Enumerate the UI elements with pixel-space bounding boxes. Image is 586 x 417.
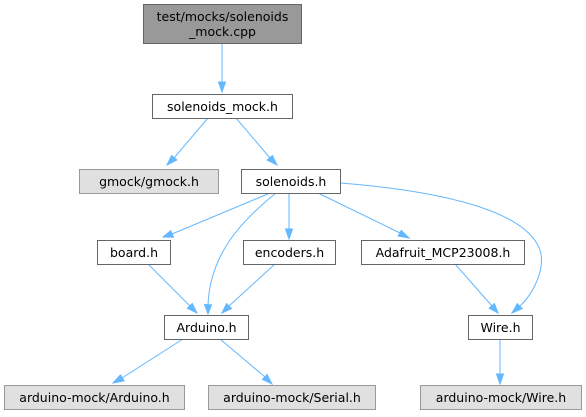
arrow-head-icon <box>161 229 175 238</box>
arrow-head-icon <box>510 302 524 315</box>
node-am-serial: arduino-mock/Serial.h <box>208 385 376 410</box>
node-box <box>420 385 582 410</box>
node-box <box>361 240 525 265</box>
node-box <box>152 94 293 119</box>
edge-root-to-solenoids_mock <box>217 43 227 94</box>
edge-wire-to-am_wire <box>495 339 505 386</box>
arrow-head-icon <box>261 373 274 386</box>
arrow-head-icon <box>186 302 199 315</box>
arrow-head-icon <box>111 374 126 384</box>
edge-solenoids-to-arduino <box>203 192 277 316</box>
edge-line <box>147 263 191 307</box>
edge-line <box>235 117 271 159</box>
node-label: encoders.h <box>255 245 324 260</box>
node-box <box>164 315 249 340</box>
edge-line <box>228 263 276 307</box>
node-adafruit[interactable]: Adafruit_MCP23008.h <box>361 240 525 265</box>
edge-solenoids-to-wire <box>339 182 542 315</box>
arrow-head-icon <box>397 229 411 239</box>
arrow-head-icon <box>284 228 294 241</box>
edge-solenoids-to-board <box>161 192 271 238</box>
node-label: test/mocks/solenoids <box>157 9 289 24</box>
edge-arduino-to-am_serial <box>219 338 274 386</box>
node-label: arduino-mock/Serial.h <box>223 390 361 405</box>
edge-line <box>339 182 542 307</box>
node-label: arduino-mock/Wire.h <box>436 390 566 405</box>
node-box <box>143 4 302 44</box>
edge-solenoids_mock-to-gmock <box>165 117 209 167</box>
edge-board-to-arduino <box>147 263 199 315</box>
edge-line <box>121 338 184 379</box>
node-gmock: gmock/gmock.h <box>79 169 219 194</box>
node-label: solenoids.h <box>256 174 327 189</box>
node-label: solenoids_mock.h <box>167 99 278 114</box>
node-solenoids[interactable]: solenoids.h <box>241 169 341 194</box>
edge-line <box>173 117 209 159</box>
node-root[interactable]: test/mocks/solenoids_mock.cpp <box>143 4 302 44</box>
node-label: Adafruit_MCP23008.h <box>376 245 511 260</box>
arrow-head-icon <box>203 303 213 316</box>
arrow-head-icon <box>488 302 499 315</box>
node-encoders[interactable]: encoders.h <box>243 240 336 265</box>
node-label: Arduino.h <box>176 320 236 335</box>
arrow-head-icon <box>217 81 227 94</box>
node-board[interactable]: board.h <box>97 240 171 265</box>
edge-line <box>317 192 401 234</box>
node-label: board.h <box>110 245 158 260</box>
node-box <box>79 169 219 194</box>
edge-solenoids_mock-to-solenoids <box>235 117 279 167</box>
node-label: Wire.h <box>480 320 520 335</box>
node-box <box>241 169 341 194</box>
edge-solenoids-to-encoders <box>284 193 294 241</box>
node-box <box>468 315 533 340</box>
edge-solenoids-to-adafruit <box>317 192 411 239</box>
edge-line <box>207 192 277 306</box>
node-arduino[interactable]: Arduino.h <box>164 315 249 340</box>
edge-adafruit-to-wire <box>454 263 499 315</box>
node-label: arduino-mock/Arduino.h <box>19 390 169 405</box>
edge-line <box>171 192 271 235</box>
node-am-arduino: arduino-mock/Arduino.h <box>4 385 185 410</box>
edge-line <box>454 263 493 307</box>
edge-encoders-to-arduino <box>220 263 276 315</box>
arrow-head-icon <box>266 154 279 167</box>
nodes-layer: test/mocks/solenoids_mock.cpp solenoids_m… <box>4 4 582 410</box>
node-box <box>4 385 185 410</box>
arrow-head-icon <box>165 154 178 167</box>
arrow-head-icon <box>220 302 233 315</box>
node-am-wire: arduino-mock/Wire.h <box>420 385 582 410</box>
arrow-head-icon <box>495 373 505 386</box>
node-label: gmock/gmock.h <box>99 174 199 189</box>
node-wire[interactable]: Wire.h <box>468 315 533 340</box>
node-box <box>97 240 171 265</box>
edge-line <box>219 338 266 378</box>
node-solenoids-mock[interactable]: solenoids_mock.h <box>152 94 293 119</box>
edges-layer <box>111 43 542 386</box>
node-box <box>208 385 376 410</box>
node-box <box>243 240 336 265</box>
node-label: _mock.cpp <box>188 24 256 39</box>
edge-arduino-to-am_arduino <box>111 338 184 384</box>
